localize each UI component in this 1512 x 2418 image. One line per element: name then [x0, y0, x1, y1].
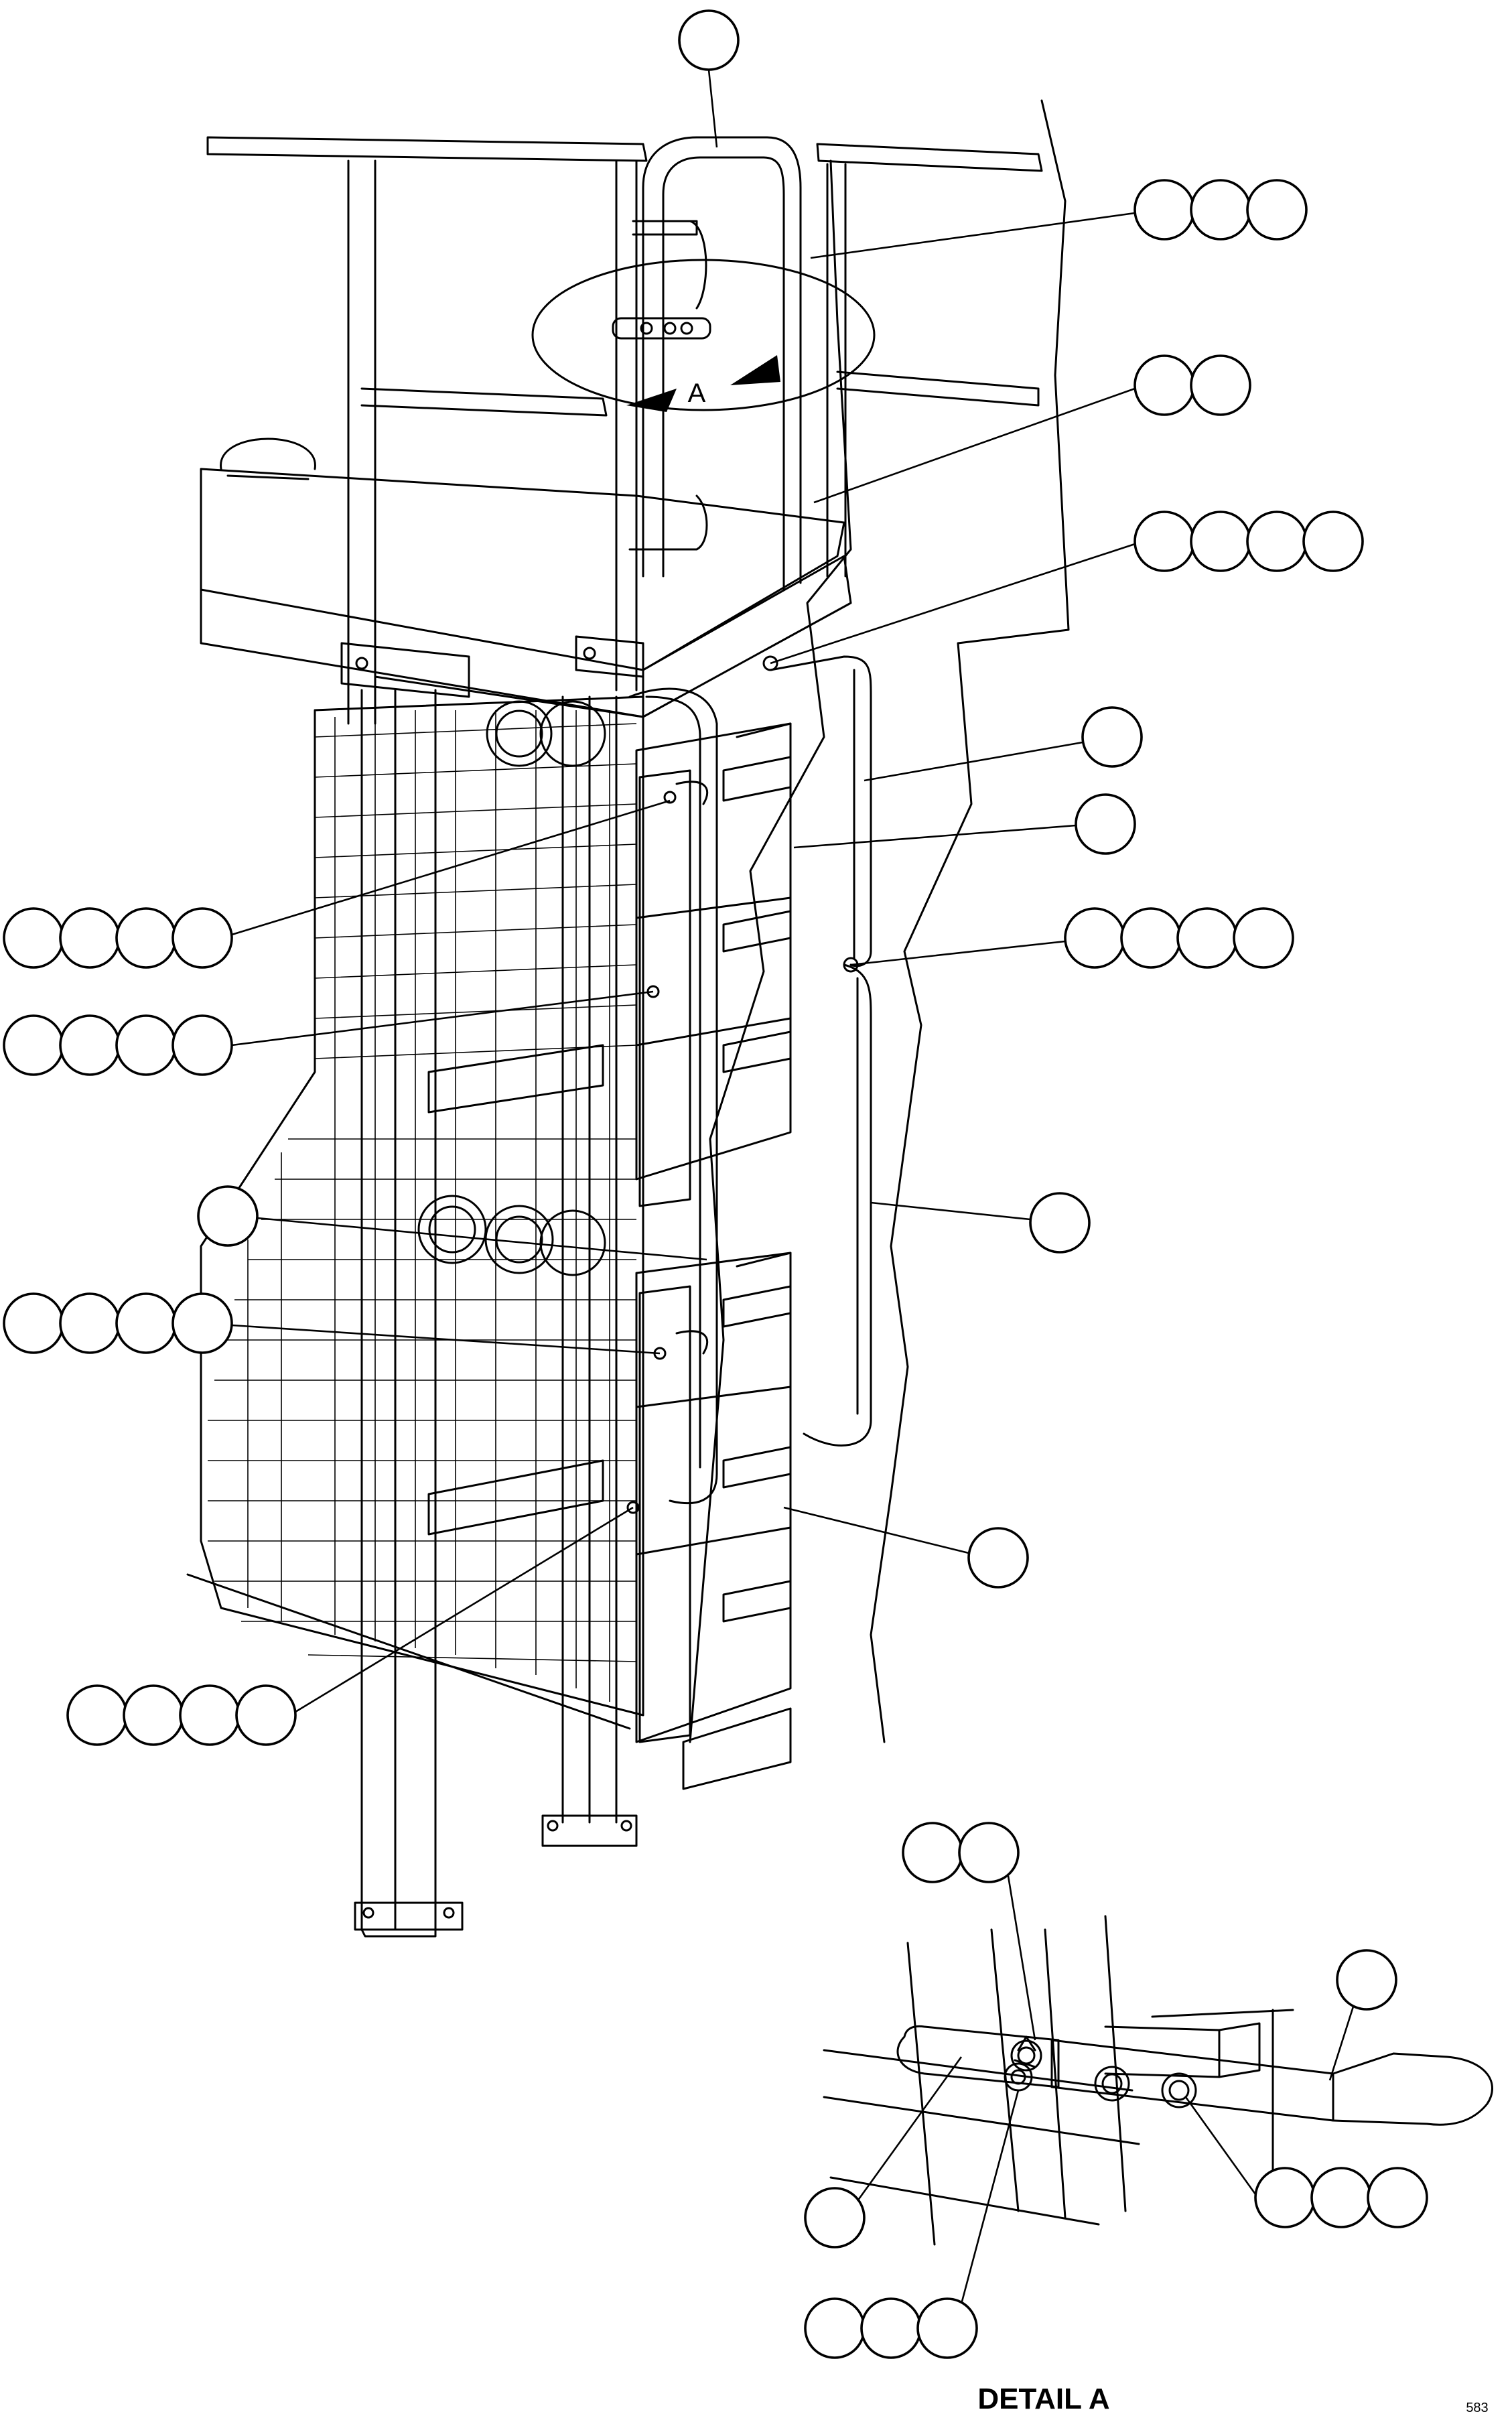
leader-lines-main: [231, 69, 1136, 1713]
platform-handrail-right: [816, 143, 1043, 578]
detail-a-latch-bar: [896, 2022, 1493, 2126]
sheet-id: 583: [1466, 2401, 1488, 2415]
platform-handrail-left: [206, 136, 648, 725]
detail-a-structure: [823, 1915, 1294, 2246]
detail-a-marker: A: [531, 259, 876, 412]
callout-balloons-main: [3, 9, 1364, 1746]
detail-a-view: DETAIL A: [804, 1822, 1493, 2415]
upper-ladder-hoop-rail: [628, 136, 802, 591]
detail-a-reference-label: A: [688, 379, 706, 408]
support-posts: [340, 635, 644, 1938]
detail-a-title: DETAIL A: [977, 2382, 1109, 2415]
upper-platform: [200, 438, 852, 718]
ladder-hand-rail: [628, 655, 872, 1505]
leader-lines-detail: [856, 1875, 1355, 2302]
ladder-stiles: [626, 722, 792, 1790]
radiator-grille: [186, 695, 644, 1730]
main-view: A: [3, 9, 1364, 1938]
callout-balloons-detail: [804, 1822, 1428, 2359]
machine-body-outline: [689, 99, 1070, 1743]
